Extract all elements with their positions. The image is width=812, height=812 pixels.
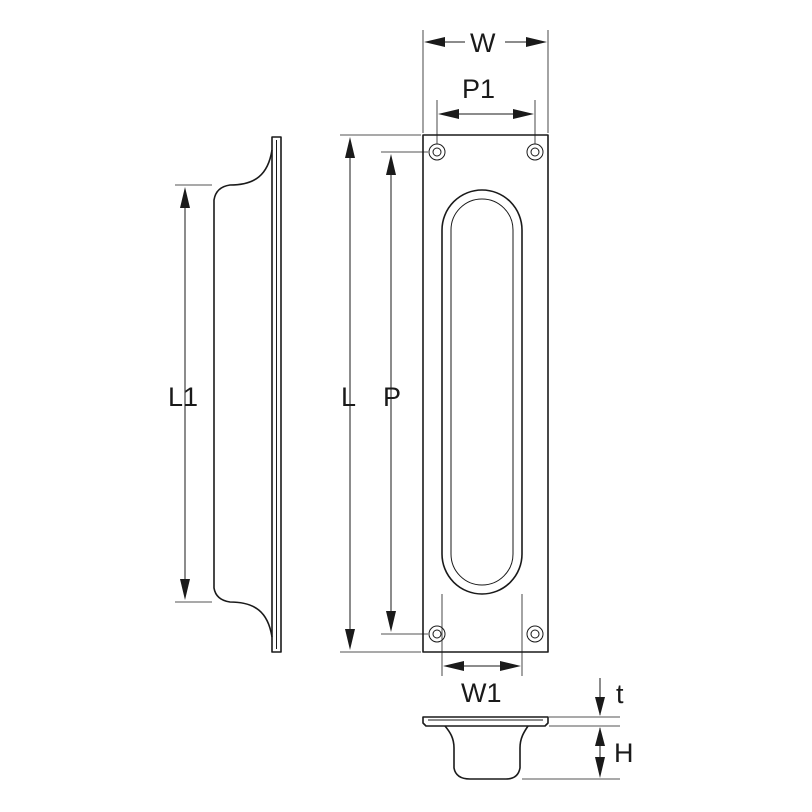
- oval-recess-inner: [450, 198, 514, 586]
- W-label: W: [470, 28, 496, 58]
- end-flange: [422, 716, 549, 727]
- side-flange: [271, 136, 282, 653]
- t-label: t: [616, 679, 624, 709]
- H-label: H: [614, 738, 634, 768]
- screw-hole-top-right: [526, 143, 544, 161]
- front-view: W P1 L P W1: [340, 26, 549, 708]
- side-body-profile: [213, 149, 273, 638]
- front-plate: [422, 134, 549, 653]
- L1-label: L1: [168, 382, 198, 412]
- screw-hole-bottom-right: [526, 625, 544, 643]
- oval-recess-outer: [441, 189, 523, 595]
- side-view: L1: [168, 136, 282, 653]
- W1-label: W1: [461, 678, 502, 708]
- P-label: P: [383, 382, 401, 412]
- end-cup-body: [444, 725, 529, 780]
- end-view: t H: [422, 678, 634, 780]
- screw-hole-bottom-left: [428, 625, 446, 643]
- screw-hole-top-left: [428, 143, 446, 161]
- P1-label: P1: [462, 74, 495, 104]
- L-label: L: [341, 382, 356, 412]
